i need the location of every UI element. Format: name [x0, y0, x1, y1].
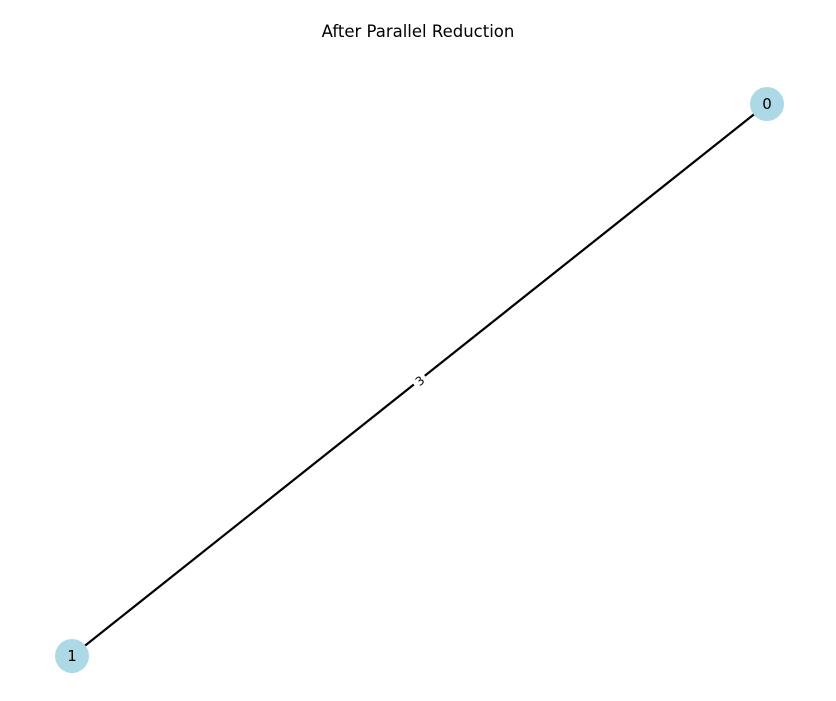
edge-layer: 3 [70, 102, 769, 658]
figure-title: After Parallel Reduction [322, 22, 515, 41]
node-0: 0 [750, 87, 784, 121]
node-circle [750, 87, 784, 121]
node-1: 1 [55, 639, 89, 673]
edge-label-0-1: 3 [409, 370, 431, 392]
node-label-0: 0 [762, 95, 772, 113]
edge-label-background [409, 370, 431, 392]
node-label-1: 1 [67, 647, 77, 665]
node-layer: 0 1 [55, 87, 784, 673]
node-circle [55, 639, 89, 673]
